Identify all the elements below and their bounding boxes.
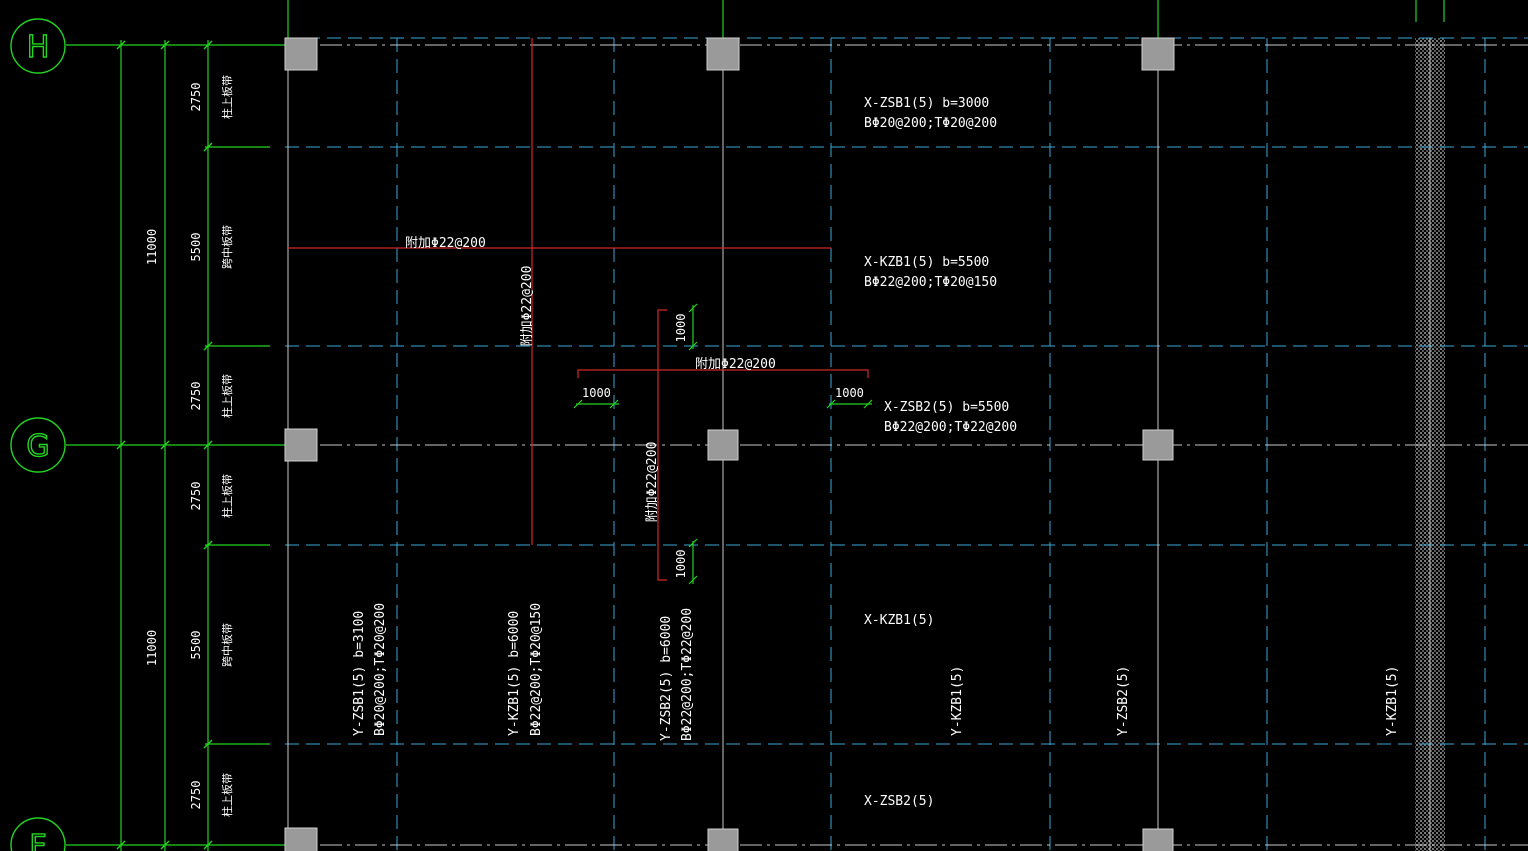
x-kzb1-short[interactable]: X-KZB1(5) (864, 613, 934, 628)
y-kzb1-short-b[interactable]: Y-KZB1(5) (1385, 666, 1400, 736)
dim-text-5500: 5500 (189, 631, 203, 660)
column-h3[interactable] (1141, 37, 1175, 71)
column-f3[interactable] (1142, 828, 1174, 851)
y-zsb2-rebar[interactable]: BΦ22@200;TΦ22@200 (680, 608, 695, 741)
tick (116, 440, 126, 450)
x-zsb2-short[interactable]: X-ZSB2(5) (864, 794, 934, 809)
tick (203, 40, 213, 50)
y-strip-labels: Y-ZSB1(5) b=3100 BΦ20@200;TΦ20@200 Y-KZB… (352, 603, 1400, 741)
x-zsb1-name[interactable]: X-ZSB1(5) b=3000 (864, 96, 989, 111)
dim-text-2750: 2750 (189, 482, 203, 511)
tick (203, 142, 213, 152)
horizontal-strip-grid-lines (285, 37, 1528, 745)
column-g2[interactable] (707, 429, 739, 461)
tick (160, 440, 170, 450)
tick (688, 303, 698, 313)
x-kzb1-rebar[interactable]: BΦ22@200;TΦ20@150 (864, 275, 997, 290)
additional-rebar-texts: 附加Φ22@200 附加Φ22@200 附加Φ22@200 附加Φ22@200 … (405, 236, 864, 578)
rebar-short-vertical[interactable] (657, 309, 667, 581)
tick (573, 399, 583, 409)
columns (284, 37, 1175, 851)
ext-text-top: 1000 (674, 314, 688, 343)
dim-text-5500: 5500 (189, 233, 203, 262)
y-kzb1-rebar[interactable]: BΦ22@200;TΦ20@150 (529, 603, 544, 736)
x-zsb2-rebar[interactable]: BΦ22@200;TΦ22@200 (884, 420, 1017, 435)
tick (116, 40, 126, 50)
strip-label-column: 柱上板带 (220, 75, 234, 119)
strip-label-column: 柱上板带 (220, 773, 234, 817)
dim-text-2750: 2750 (189, 781, 203, 810)
strip-label-middle: 跨中板带 (220, 623, 234, 667)
tick (688, 538, 698, 548)
strip-label-column: 柱上板带 (220, 474, 234, 518)
column-h2[interactable] (706, 37, 740, 71)
rebar-text-h-long[interactable]: 附加Φ22@200 (405, 236, 486, 251)
x-zsb2-name[interactable]: X-ZSB2(5) b=5500 (884, 400, 1009, 415)
axis-bubble-circle (10, 18, 66, 74)
tick (203, 341, 213, 351)
column-g1[interactable] (284, 428, 318, 462)
ext-text-bottom: 1000 (674, 550, 688, 579)
ext-text-left: 1000 (582, 386, 611, 400)
dim-text-2750: 2750 (189, 83, 203, 112)
y-kzb1-name[interactable]: Y-KZB1(5) b=6000 (507, 611, 522, 736)
y-kzb1-short-a[interactable]: Y-KZB1(5) (950, 666, 965, 736)
axis-extension-lines (287, 0, 1445, 38)
axis-bubble-circle (10, 817, 66, 851)
tick (116, 840, 126, 850)
strip-type-labels: 柱上板带 跨中板带 柱上板带 柱上板带 跨中板带 柱上板带 (220, 75, 234, 817)
column-f1[interactable] (284, 827, 318, 851)
axis-label-f: F (29, 829, 46, 851)
axis-bubble-f[interactable]: F (10, 817, 66, 851)
extension-dimension-markers (573, 303, 873, 585)
tick (203, 739, 213, 749)
x-zsb1-rebar[interactable]: BΦ20@200;TΦ20@200 (864, 116, 997, 131)
y-zsb2-name[interactable]: Y-ZSB2(5) b=6000 (659, 616, 674, 741)
tick (688, 575, 698, 585)
tick (826, 399, 836, 409)
dim-text-11000: 11000 (145, 630, 159, 666)
dim-text-11000: 11000 (145, 229, 159, 265)
additional-rebar-lines (288, 38, 869, 581)
x-strip-labels: X-ZSB1(5) b=3000 BΦ20@200;TΦ20@200 X-KZB… (864, 96, 1017, 809)
x-kzb1-name[interactable]: X-KZB1(5) b=5500 (864, 255, 989, 270)
rebar-text-v-short[interactable]: 附加Φ22@200 (645, 442, 660, 523)
axis-label-g: G (26, 429, 49, 464)
tick (688, 341, 698, 351)
column-g3[interactable] (1142, 429, 1174, 461)
tick (203, 540, 213, 550)
rebar-short-horizontal[interactable] (577, 369, 869, 378)
y-zsb1-rebar[interactable]: BΦ20@200;TΦ20@200 (373, 603, 388, 736)
dim-text-2750: 2750 (189, 382, 203, 411)
tick (203, 440, 213, 450)
tick (609, 399, 619, 409)
column-h1[interactable] (284, 37, 318, 71)
column-f2[interactable] (707, 828, 739, 851)
ext-text-right: 1000 (835, 386, 864, 400)
axis-label-h: H (27, 30, 50, 65)
rebar-text-h-short[interactable]: 附加Φ22@200 (695, 357, 776, 372)
tick (863, 399, 873, 409)
tick (203, 840, 213, 850)
dimension-texts: 2750 5500 2750 2750 5500 2750 11000 1100… (145, 83, 203, 810)
dimension-ticks (116, 40, 213, 850)
strip-label-column: 柱上板带 (220, 374, 234, 418)
axis-bubble-h[interactable]: H (10, 18, 66, 74)
y-zsb1-name[interactable]: Y-ZSB1(5) b=3100 (352, 611, 367, 736)
strip-label-middle: 跨中板带 (220, 225, 234, 269)
axis-bubble-circle (10, 417, 66, 473)
tick (160, 40, 170, 50)
rebar-text-v-long[interactable]: 附加Φ22@200 (520, 266, 535, 347)
main-axis-lines (285, 44, 1528, 846)
tick (160, 840, 170, 850)
axis-bubble-g[interactable]: G (10, 417, 66, 473)
y-zsb2-short[interactable]: Y-ZSB2(5) (1116, 666, 1131, 736)
